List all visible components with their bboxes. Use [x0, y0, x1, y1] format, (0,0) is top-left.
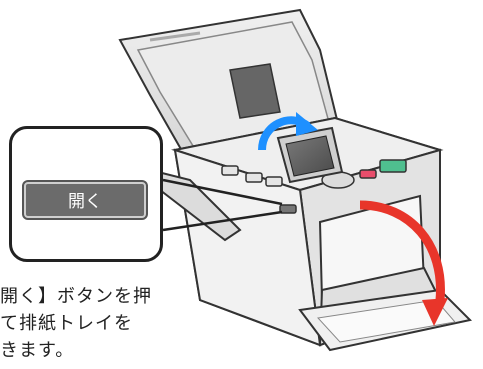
caption-line-3: きます。: [0, 340, 75, 361]
panel-button: [265, 176, 283, 187]
control-panel: [221, 159, 407, 214]
caption-line-2: て排紙トレイを: [0, 313, 133, 334]
open-button[interactable]: 開く: [24, 182, 146, 218]
callout-pointer: [162, 178, 283, 232]
blue-rotate-arrow-icon: [258, 112, 318, 151]
lcd-screen: [276, 126, 344, 184]
lid-window: [229, 63, 281, 119]
stop-button: [359, 169, 377, 179]
panel-button: [245, 172, 263, 183]
panel-button: [221, 165, 239, 176]
caption-line-1: 開く】ボタンを押: [0, 286, 152, 307]
open-button-small: [279, 204, 297, 214]
red-open-arrow-icon: [359, 200, 448, 326]
start-button: [379, 159, 407, 173]
